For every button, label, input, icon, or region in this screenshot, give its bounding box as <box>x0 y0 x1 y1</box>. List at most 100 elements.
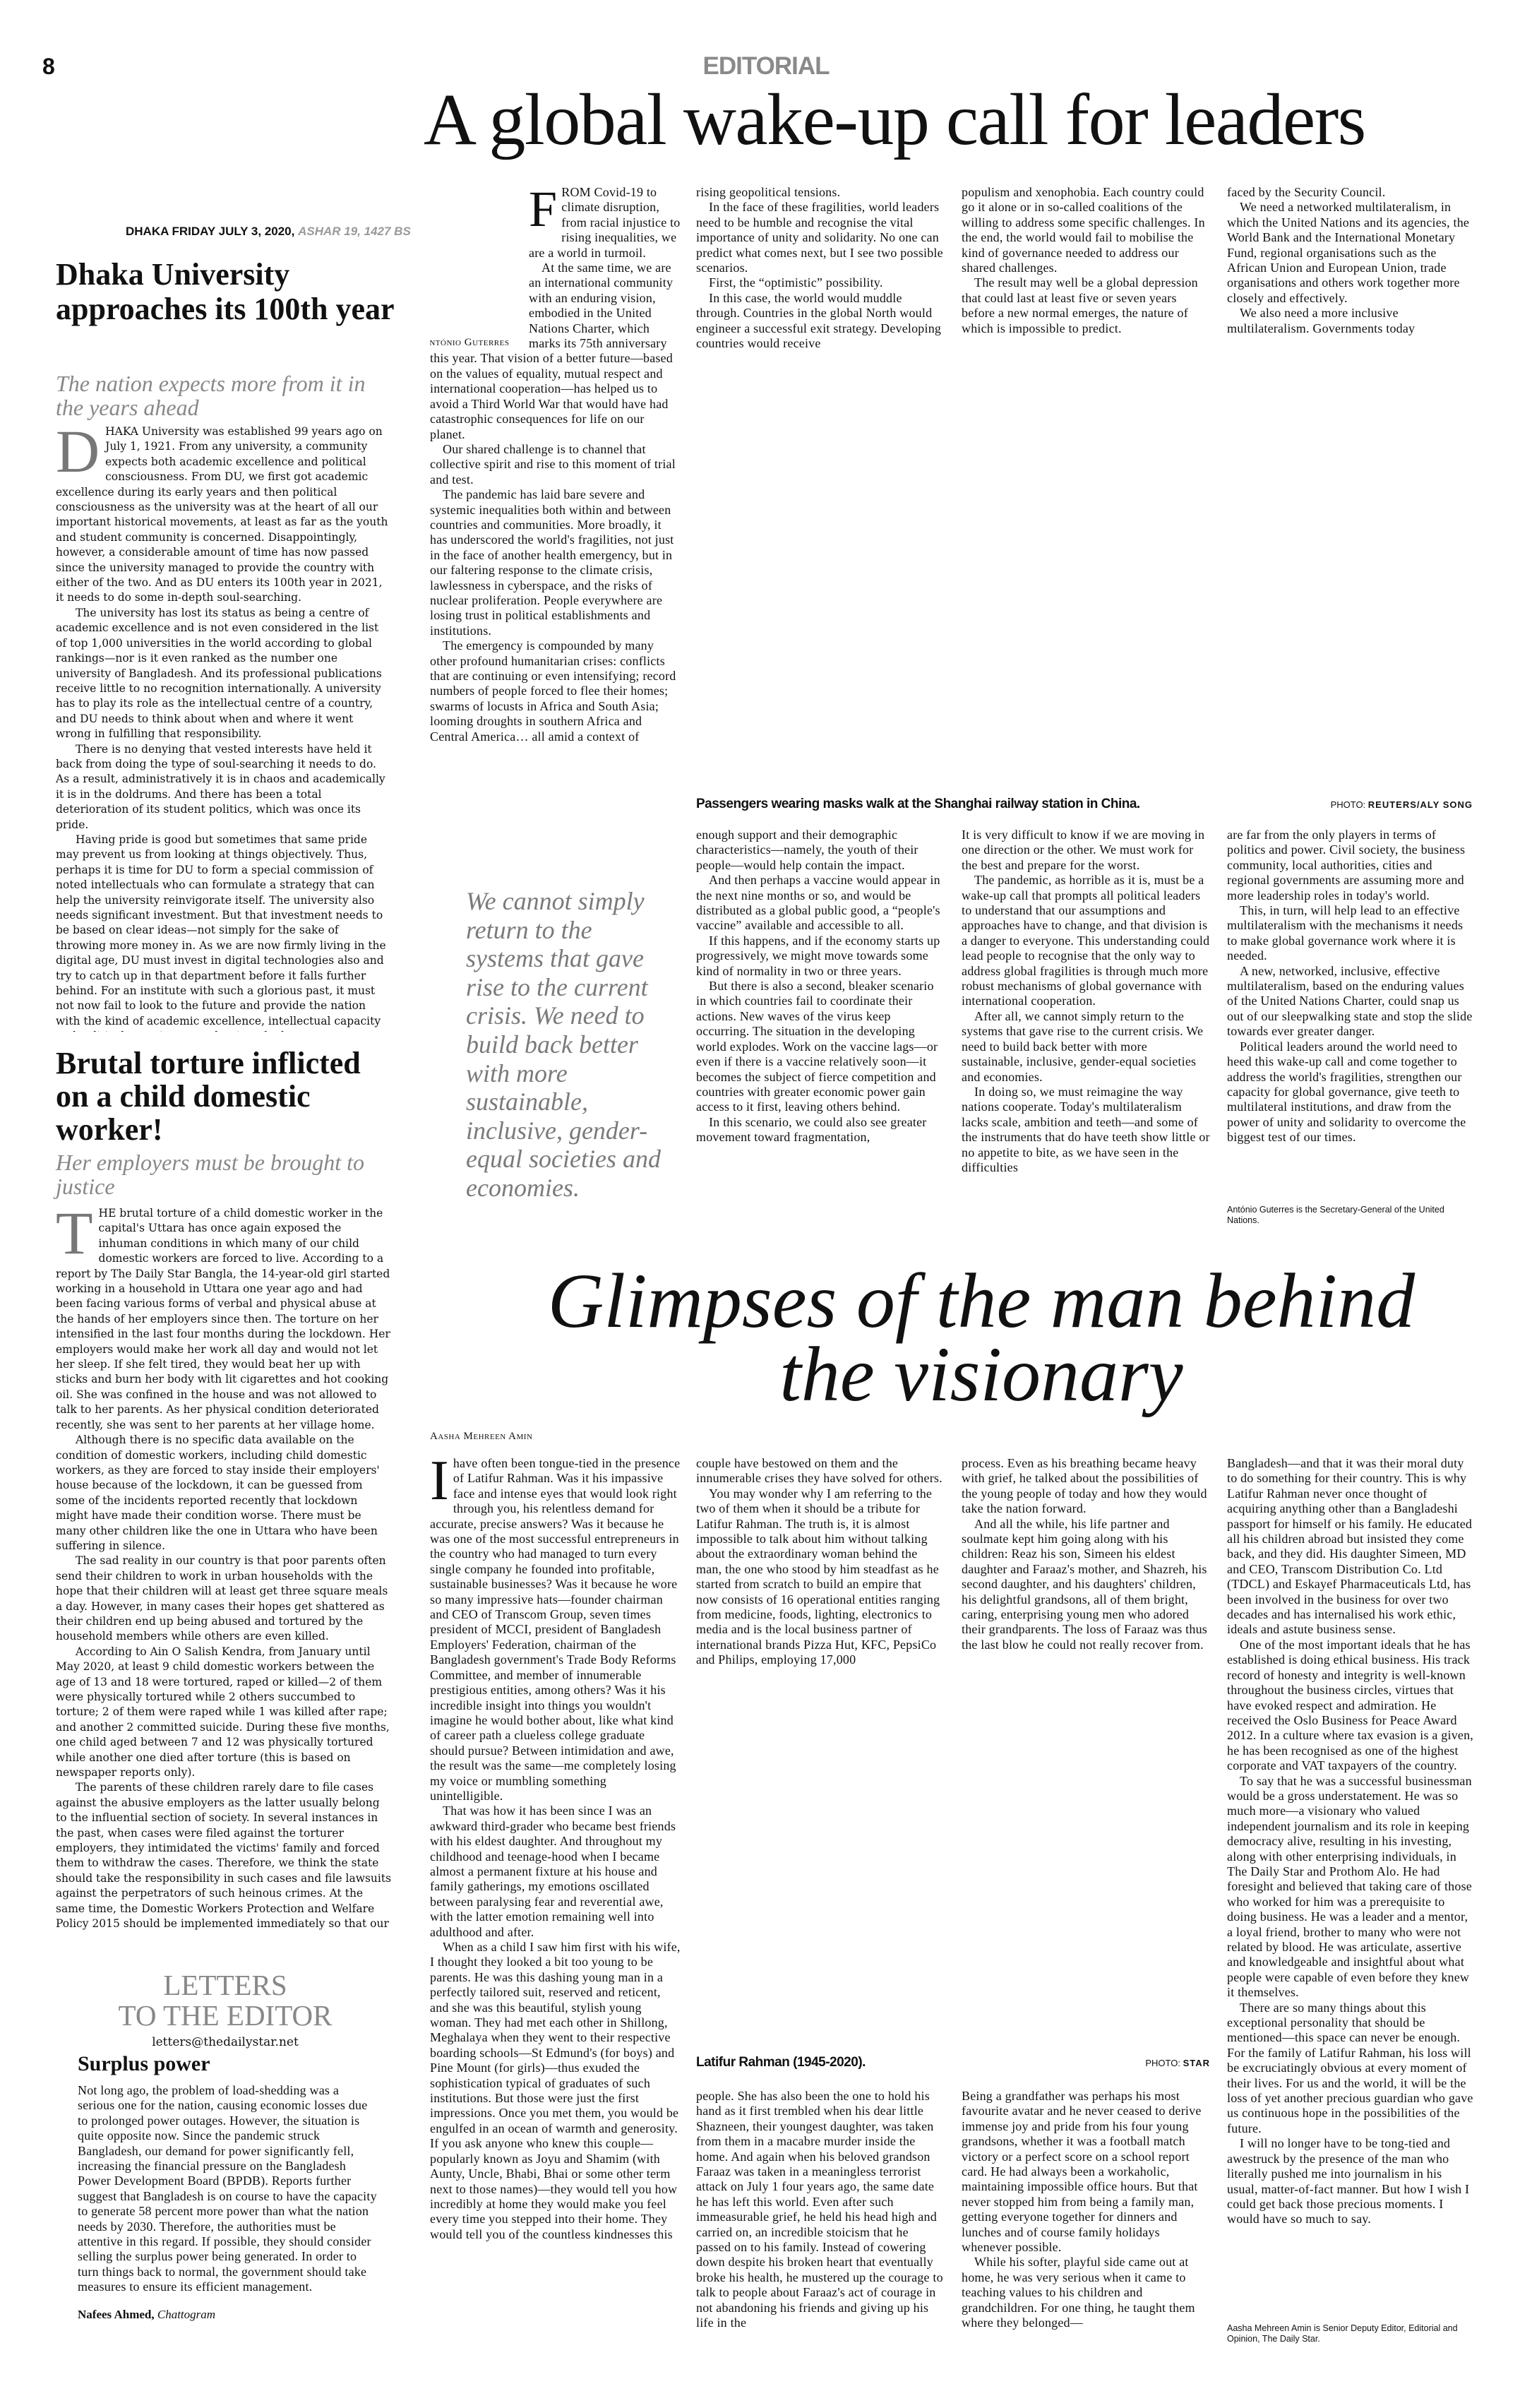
author-bio: António Guterres is the Secretary-Genera… <box>1227 1205 1444 1225</box>
paragraph: In this case, the world would muddle thr… <box>696 290 942 351</box>
byline-spacer: António Guterres <box>430 185 529 349</box>
global-column-3-top: populism and xenophobia. Each country co… <box>962 185 1210 369</box>
paragraph: You may wonder why I am referring to the… <box>696 1486 940 1667</box>
author-bio: Aasha Mehreen Amin is Senior Deputy Edit… <box>1227 2323 1458 2344</box>
letters-heading-line: LETTERS <box>163 1969 287 2001</box>
paragraph: In doing so, we must reimagine the way n… <box>962 1084 1210 1174</box>
paragraphs: are far from the only players in terms o… <box>1227 828 1474 1145</box>
glimpses-column-1: I have often been tongue-tied in the pre… <box>430 1456 681 2347</box>
letters-email-link[interactable]: letters@thedailystar.net <box>152 2035 299 2049</box>
photo-credit-name: REUTERS/ALY SONG <box>1368 799 1473 810</box>
signature-name: Nafees Ahmed, <box>78 2308 155 2321</box>
paragraphs: couple have bestowed on them and the inn… <box>696 1456 945 1668</box>
paragraph: At the same time, we are an internationa… <box>430 261 674 441</box>
paragraph: HAKA University was established 99 years… <box>56 425 388 604</box>
paragraph: This, in turn, will help lead to an effe… <box>1227 903 1464 963</box>
photo-credit-label: PHOTO: <box>1145 2058 1180 2068</box>
paragraph: The result may well be a global depressi… <box>962 275 1198 335</box>
paragraph: I will no longer have to be tong-tied an… <box>1227 2136 1470 2227</box>
page-number: 8 <box>42 54 55 79</box>
paragraph: people. She has also been the one to hol… <box>696 2089 943 2330</box>
letters-heading-line: TO THE EDITOR <box>118 1999 333 2032</box>
photo-credit: PHOTO: STAR <box>988 2058 1210 2068</box>
editorial-body-torture: T HE brutal torture of a child domestic … <box>56 1206 392 1933</box>
paragraph: If this happens, and if the economy star… <box>696 933 940 978</box>
paragraph: There are so many things about this exce… <box>1227 2000 1473 2135</box>
paragraph: Although there is no specific data avail… <box>56 1434 380 1552</box>
paragraphs: people. She has also been the one to hol… <box>696 2089 945 2331</box>
editorial-subhead-du: The nation expects more from it in the y… <box>56 371 366 420</box>
editorial-headline-torture: Brutal torture inflicted on a child dome… <box>56 1046 361 1147</box>
global-column-3-bottom: It is very difficult to know if we are m… <box>962 828 1210 1230</box>
paragraph: But there is also a second, bleaker scen… <box>696 979 938 1114</box>
paragraph: The emergency is compounded by many othe… <box>430 638 676 744</box>
paragraphs: rising geopolitical tensions.In the face… <box>696 185 945 351</box>
paragraph: In this scenario, we could also see grea… <box>696 1114 927 1145</box>
headline-line: the visionary <box>779 1331 1183 1417</box>
paragraph: have often been tongue-tied in the prese… <box>430 1456 681 1803</box>
paragraph: We also need a more inclusive multilater… <box>1227 306 1416 335</box>
paragraph: When as a child I saw him first with his… <box>430 1940 681 2241</box>
photo-caption: Latifur Rahman (1945-2020). <box>696 2055 866 2070</box>
paragraph: That was how it has been since I was an … <box>430 1804 676 1939</box>
paragraph: process. Even as his breathing became he… <box>962 1456 1207 1516</box>
global-column-2-bottom: enough support and their demographic cha… <box>696 828 945 1230</box>
paragraph: A new, networked, inclusive, effective m… <box>1227 963 1473 1039</box>
glimpses-column-3-top: process. Even as his breathing became he… <box>962 1456 1210 1699</box>
paragraph: Bangladesh—and that it was their moral d… <box>1227 1456 1473 1637</box>
paragraphs: have often been tongue-tied in the prese… <box>430 1456 681 2242</box>
headline-line: Glimpses of the man behind <box>547 1258 1416 1344</box>
paragraph: enough support and their demographic cha… <box>696 828 918 872</box>
paragraph: We need a networked multilateralism, in … <box>1227 200 1470 305</box>
paragraph: To say that he was a successful business… <box>1227 1773 1472 2000</box>
paragraphs: populism and xenophobia. Each country co… <box>962 185 1210 336</box>
date: DHAKA FRIDAY JULY 3, 2020, <box>126 225 295 238</box>
paragraph: First, the “optimistic” possibility. <box>709 275 883 290</box>
letters-heading: LETTERS TO THE EDITOR <box>56 1970 395 2031</box>
paragraphs: Being a grandfather was perhaps his most… <box>962 2089 1210 2331</box>
global-column-1: António Guterres F ROM Covid-19 to clima… <box>430 185 681 842</box>
drop-cap: F <box>529 185 558 237</box>
paragraph: While his softer, playful side came out … <box>962 2255 1195 2330</box>
photo-shanghai-station <box>696 374 1473 787</box>
editorial-subhead-torture: Her employers must be brought to justice <box>56 1150 364 1199</box>
paragraphs: ROM Covid-19 to climate disruption, from… <box>430 185 681 744</box>
glimpses-column-3-bottom: Being a grandfather was perhaps his most… <box>962 2089 1210 2347</box>
byline: Aasha Mehreen Amin <box>430 1431 533 1442</box>
glimpses-column-4: Bangladesh—and that it was their moral d… <box>1227 1456 1474 2319</box>
drop-cap: T <box>56 1206 93 1267</box>
drop-cap: I <box>430 1456 449 1512</box>
dateline: DHAKA FRIDAY JULY 3, 2020, ASHAR 19, 142… <box>126 225 411 239</box>
article-headline-global: A global wake-up call for leaders <box>424 79 1366 160</box>
editorial-body-du: D HAKA University was established 99 yea… <box>56 424 392 1032</box>
paragraph: Being a grandfather was perhaps his most… <box>962 2089 1202 2255</box>
paragraph: Having pride is good but sometimes that … <box>56 833 386 1032</box>
paragraphs: HE brutal torture of a child domestic wo… <box>56 1206 392 1933</box>
paragraphs: Bangladesh—and that it was their moral d… <box>1227 1456 1474 2227</box>
pull-quote: We cannot simply return to the systems t… <box>466 887 661 1202</box>
paragraph: In the face of these fragilities, world … <box>696 200 943 275</box>
glimpses-column-2-bottom: people. She has also been the one to hol… <box>696 2089 945 2347</box>
global-column-4-top: faced by the Security Council.We need a … <box>1227 185 1474 369</box>
photo-latifur-rahman <box>696 1702 1210 2048</box>
paragraph: The pandemic has laid bare severe and sy… <box>430 487 674 638</box>
photo-credit-label: PHOTO: <box>1330 799 1366 810</box>
article-headline-glimpses: Glimpses of the man behind the visionary <box>494 1258 1468 1417</box>
paragraph: Our shared challenge is to channel that … <box>430 441 676 487</box>
paragraph: And then perhaps a vaccine would appear … <box>696 873 940 933</box>
section-label: EDITORIAL <box>702 52 830 80</box>
glimpses-column-2-top: couple have bestowed on them and the inn… <box>696 1456 945 1699</box>
paragraph: populism and xenophobia. Each country co… <box>962 185 1205 275</box>
global-column-2-top: rising geopolitical tensions.In the face… <box>696 185 945 369</box>
paragraph: HE brutal torture of a child domestic wo… <box>56 1207 390 1431</box>
photo-credit: PHOTO: REUTERS/ALY SONG <box>1200 799 1473 810</box>
paragraph: The parents of these children rarely dar… <box>56 1781 392 1933</box>
paragraph: There is no denying that vested interest… <box>56 742 385 831</box>
paragraph: ROM Covid-19 to climate disruption, from… <box>529 185 681 260</box>
paragraph: The sad reality in our country is that p… <box>56 1554 388 1643</box>
signature-place: Chattogram <box>157 2308 216 2321</box>
paragraph: The pandemic, as horrible as it is, must… <box>962 873 1210 1008</box>
byline: António Guterres <box>430 337 510 348</box>
photo-caption: Passengers wearing masks walk at the Sha… <box>696 797 1140 811</box>
paragraph: And all the while, his life partner and … <box>962 1516 1207 1652</box>
